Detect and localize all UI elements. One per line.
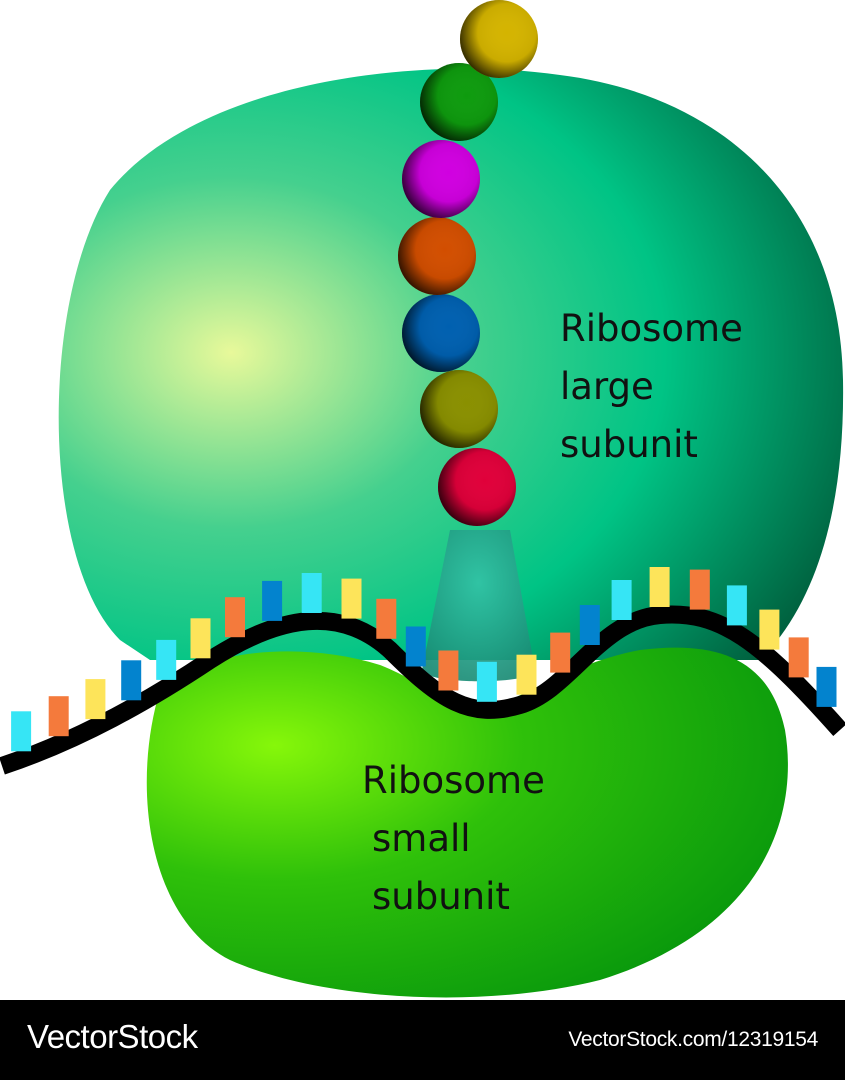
mrna-base-orange: [550, 632, 571, 673]
mrna-base-yellow: [759, 609, 780, 650]
amino-acid-5-shading: [402, 140, 480, 218]
mrna-base-blue: [405, 626, 426, 667]
amino-acid-2-shading: [420, 370, 498, 448]
small-subunit-shape: [146, 647, 788, 998]
amino-acid-1-shading: [438, 448, 516, 526]
footer-brand: VectorStock: [27, 1018, 198, 1055]
trna-shape: [422, 530, 535, 682]
mrna-base-blue: [121, 660, 142, 701]
amino-acid-7-shading: [460, 0, 538, 78]
mrna-base-yellow: [516, 654, 537, 695]
mrna-backbone: [0, 605, 845, 775]
mrna-base-orange: [788, 637, 809, 678]
mrna-bases: [11, 567, 837, 752]
large-subunit-label-line-1: Ribosome: [560, 307, 743, 350]
mrna-base-cyan: [726, 585, 747, 626]
peptide-chain: [398, 0, 538, 526]
mrna-base-orange: [48, 696, 69, 737]
footer-reference: VectorStock.com/12319154: [568, 1028, 818, 1051]
mrna-base-blue: [816, 666, 837, 707]
amino-acid-4-shading: [398, 217, 476, 295]
large-subunit-label: Ribosome large subunit: [560, 300, 743, 474]
mrna-base-yellow: [649, 567, 670, 607]
small-subunit-label-line-2: small: [372, 817, 471, 860]
mrna-base-orange: [376, 598, 397, 639]
amino-acid-6-shading: [420, 63, 498, 141]
mrna-base-yellow: [190, 618, 211, 659]
mrna-base-orange: [225, 597, 245, 638]
amino-acid-3-shading: [402, 294, 480, 372]
mrna-base-cyan: [11, 711, 32, 752]
mrna-base-yellow: [85, 679, 106, 720]
mrna-base-blue: [579, 605, 600, 645]
large-subunit-label-line-3: subunit: [560, 423, 698, 466]
mrna-base-cyan: [156, 639, 177, 680]
watermark-footer: VectorStock VectorStock.com/12319154: [0, 1000, 845, 1080]
small-subunit-label-line-3: subunit: [372, 875, 510, 918]
mrna-base-blue: [262, 580, 283, 621]
mrna-base-orange: [689, 569, 710, 610]
large-subunit-label-line-2: large: [560, 365, 654, 408]
small-subunit-label-line-1: Ribosome: [362, 759, 545, 802]
mrna-base-cyan: [611, 580, 632, 620]
ribosome-diagram: [0, 0, 845, 998]
mrna-base-cyan: [476, 661, 497, 702]
small-subunit-label: Ribosome small subunit: [362, 752, 545, 926]
mrna-base-orange: [438, 650, 459, 691]
mrna-base-yellow: [341, 578, 362, 619]
mrna-base-cyan: [301, 573, 322, 613]
